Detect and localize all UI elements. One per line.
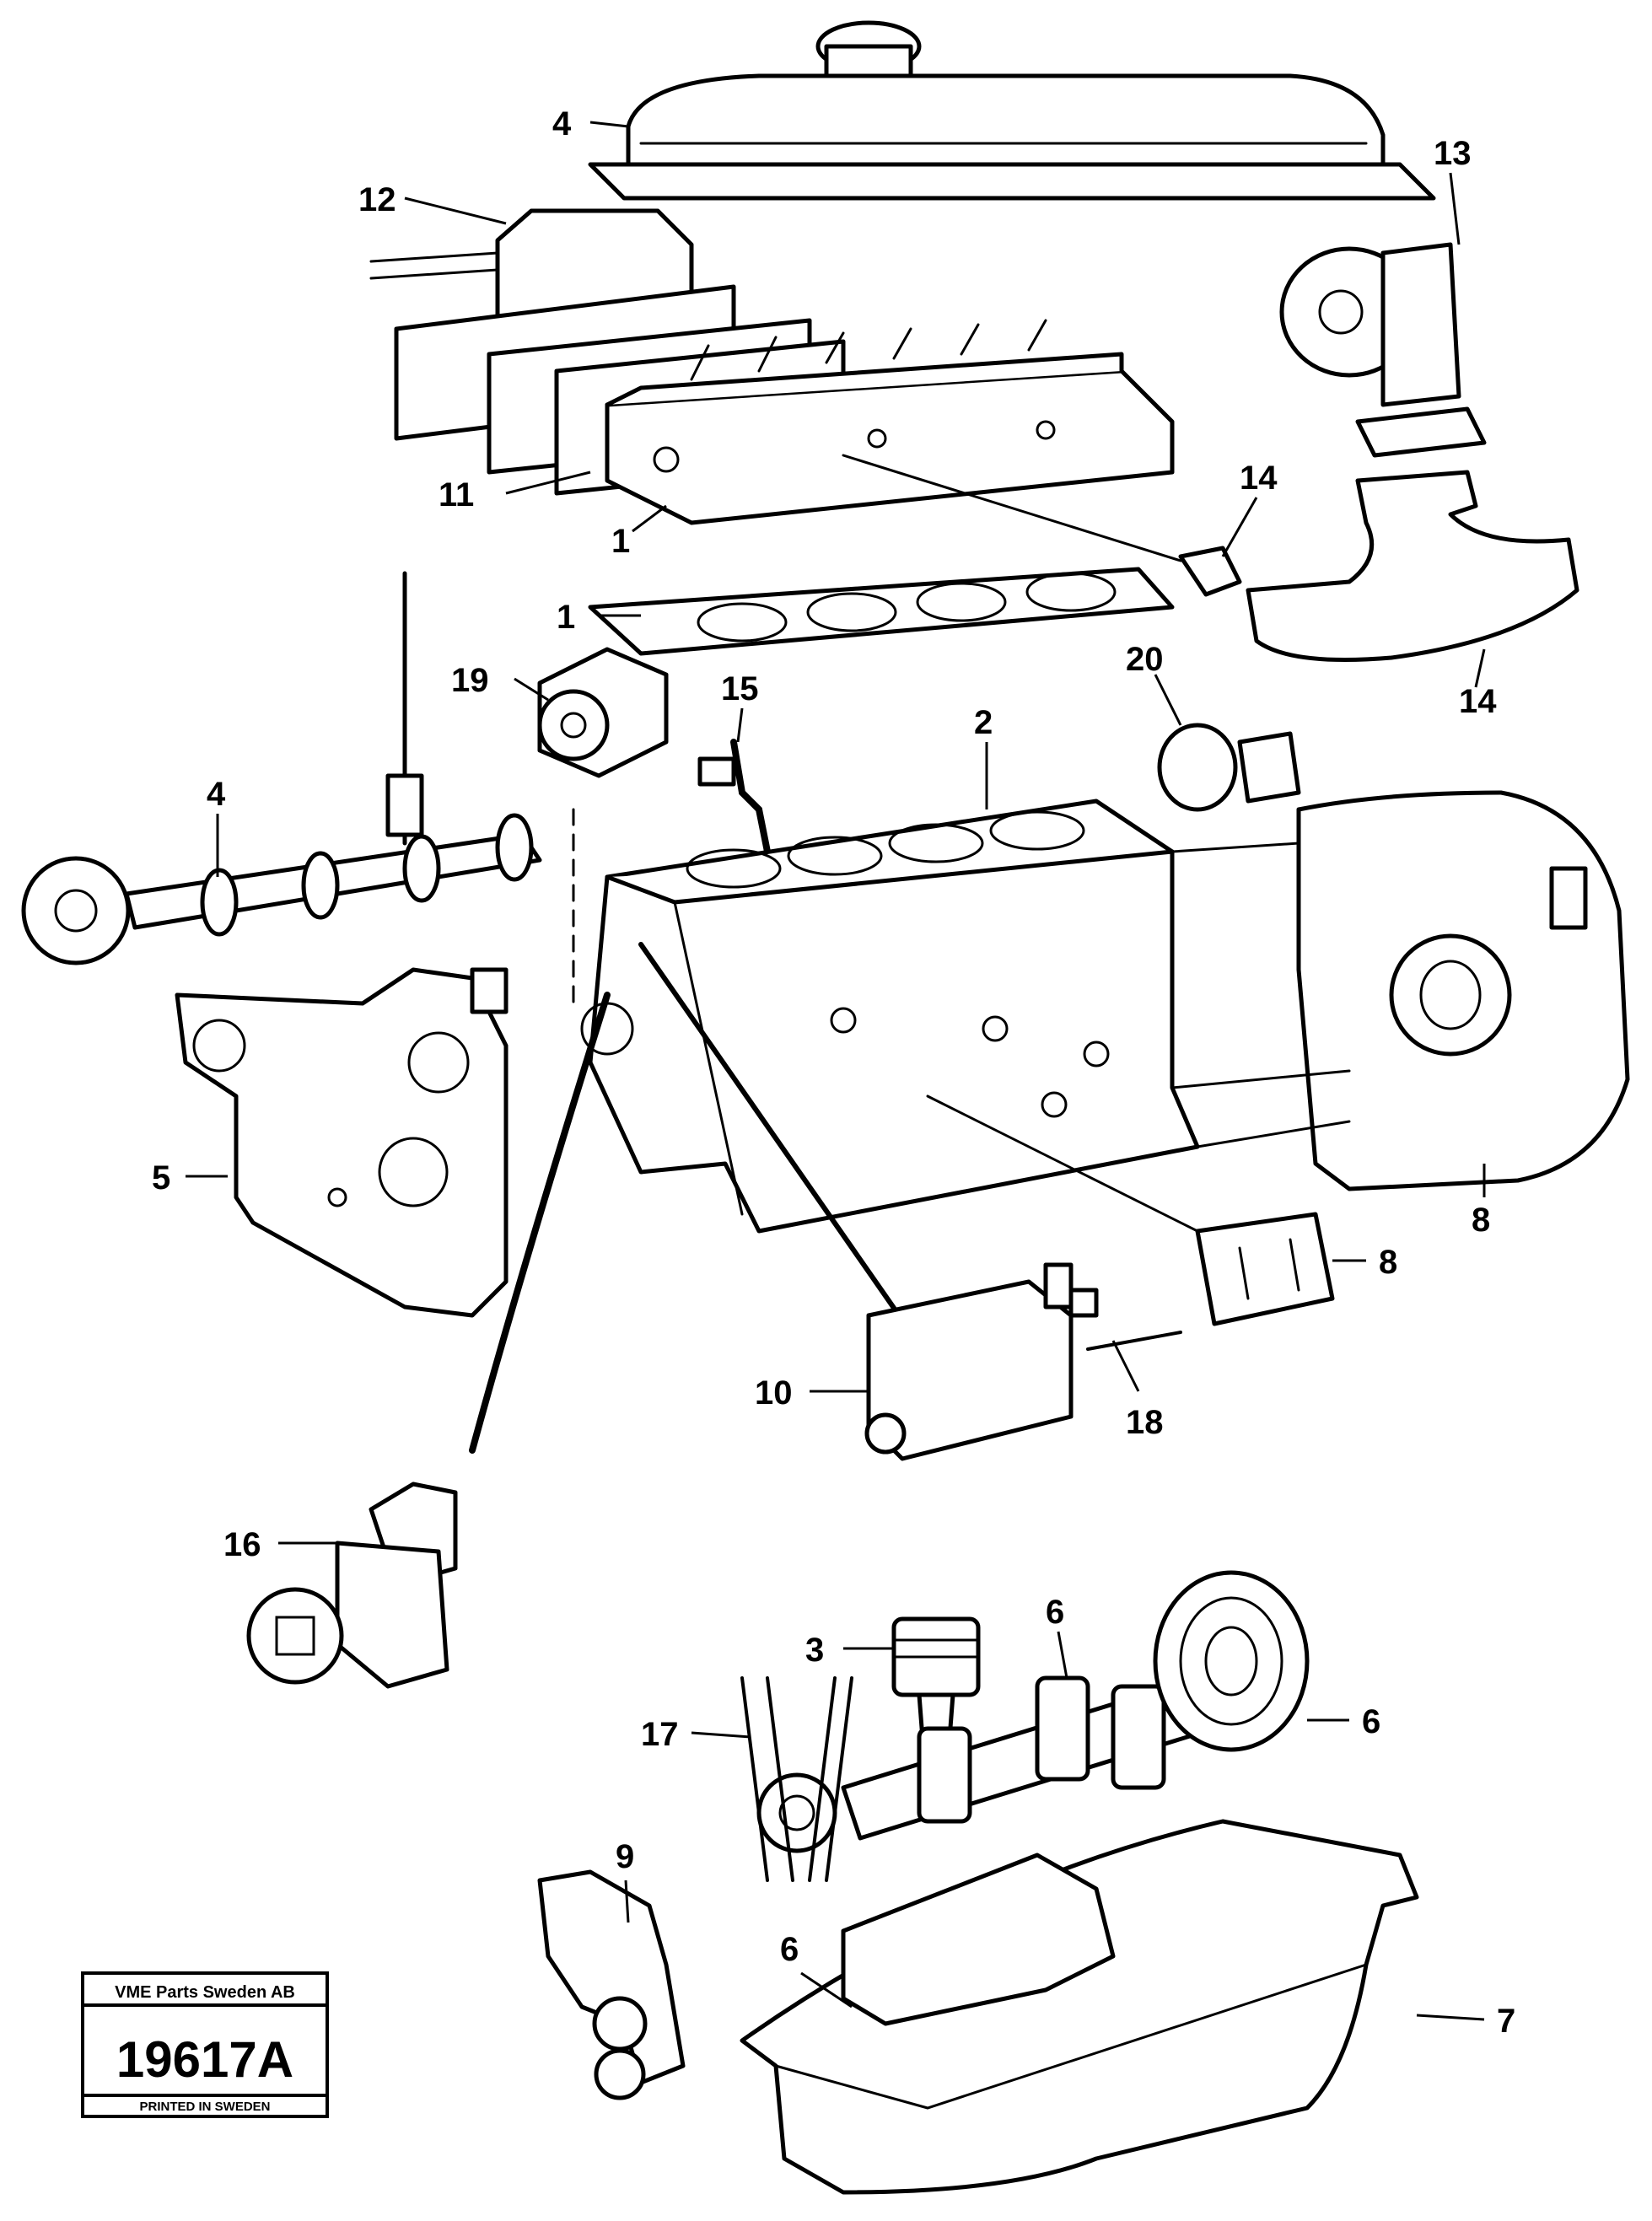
oil-sump (740, 1819, 1419, 2195)
callout-8-bracket: 8 (1379, 1244, 1397, 1281)
callout-5: 5 (152, 1159, 170, 1197)
callout-6-flywheel: 6 (1362, 1703, 1380, 1740)
callout-1-cylinder-head: 1 (611, 523, 630, 560)
stamp-number: 19617A (116, 2031, 293, 2088)
valve-cover (588, 20, 1436, 201)
injection-pump (864, 1262, 1182, 1461)
oil-pipe (697, 739, 771, 855)
callout-8-flywheel-housing: 8 (1472, 1202, 1490, 1239)
callout-1-head-gasket: 1 (557, 599, 575, 636)
callout-6-crankshaft: 6 (1046, 1594, 1064, 1631)
water-pump (537, 647, 669, 778)
callout-12: 12 (358, 181, 396, 218)
callout-17: 17 (641, 1716, 679, 1753)
head-gasket (588, 567, 1175, 656)
callout-13: 13 (1434, 135, 1472, 172)
crankshaft (740, 1570, 1310, 1882)
parts-stamp: VME Parts Sweden AB 19617A PRINTED IN SW… (81, 1971, 329, 2118)
callout-16: 16 (223, 1526, 261, 1563)
leader-lines (186, 121, 1486, 2021)
timing-cover (175, 967, 509, 1318)
flywheel-housing (1170, 790, 1630, 1191)
callout-4-valve-cover: 4 (552, 105, 572, 143)
callout-14-manifold: 14 (1459, 683, 1497, 720)
callout-20: 20 (1126, 641, 1164, 678)
thermostat-housing (1157, 723, 1301, 812)
callout-7: 7 (1497, 2003, 1515, 2040)
callout-4-camshaft: 4 (207, 776, 226, 813)
callout-2: 2 (974, 704, 993, 741)
cylinder-head (605, 319, 1175, 525)
callout-3: 3 (805, 1632, 824, 1669)
engine-bracket (926, 1094, 1335, 1326)
callout-19: 19 (451, 662, 489, 699)
callout-labels: 4 12 13 11 1 14 1 14 19 15 2 20 4 5 8 8 … (152, 105, 1515, 2040)
oil-pump-drive (537, 1869, 686, 2100)
callout-9: 9 (616, 1838, 634, 1875)
callout-14-gasket: 14 (1240, 460, 1278, 497)
callout-15: 15 (721, 670, 759, 707)
stamp-company: VME Parts Sweden AB (115, 1983, 295, 2002)
callout-10: 10 (755, 1374, 793, 1412)
stamp-printed: PRINTED IN SWEDEN (139, 2100, 270, 2114)
oil-pump (246, 1482, 458, 1689)
exhaust-elbow (1279, 242, 1487, 458)
callout-18: 18 (1126, 1404, 1164, 1441)
exhaust-manifold (842, 454, 1579, 662)
cylinder-block (469, 799, 1200, 1454)
callout-11: 11 (439, 476, 474, 514)
camshaft (21, 571, 575, 1014)
callout-6-sump: 6 (780, 1931, 799, 1968)
